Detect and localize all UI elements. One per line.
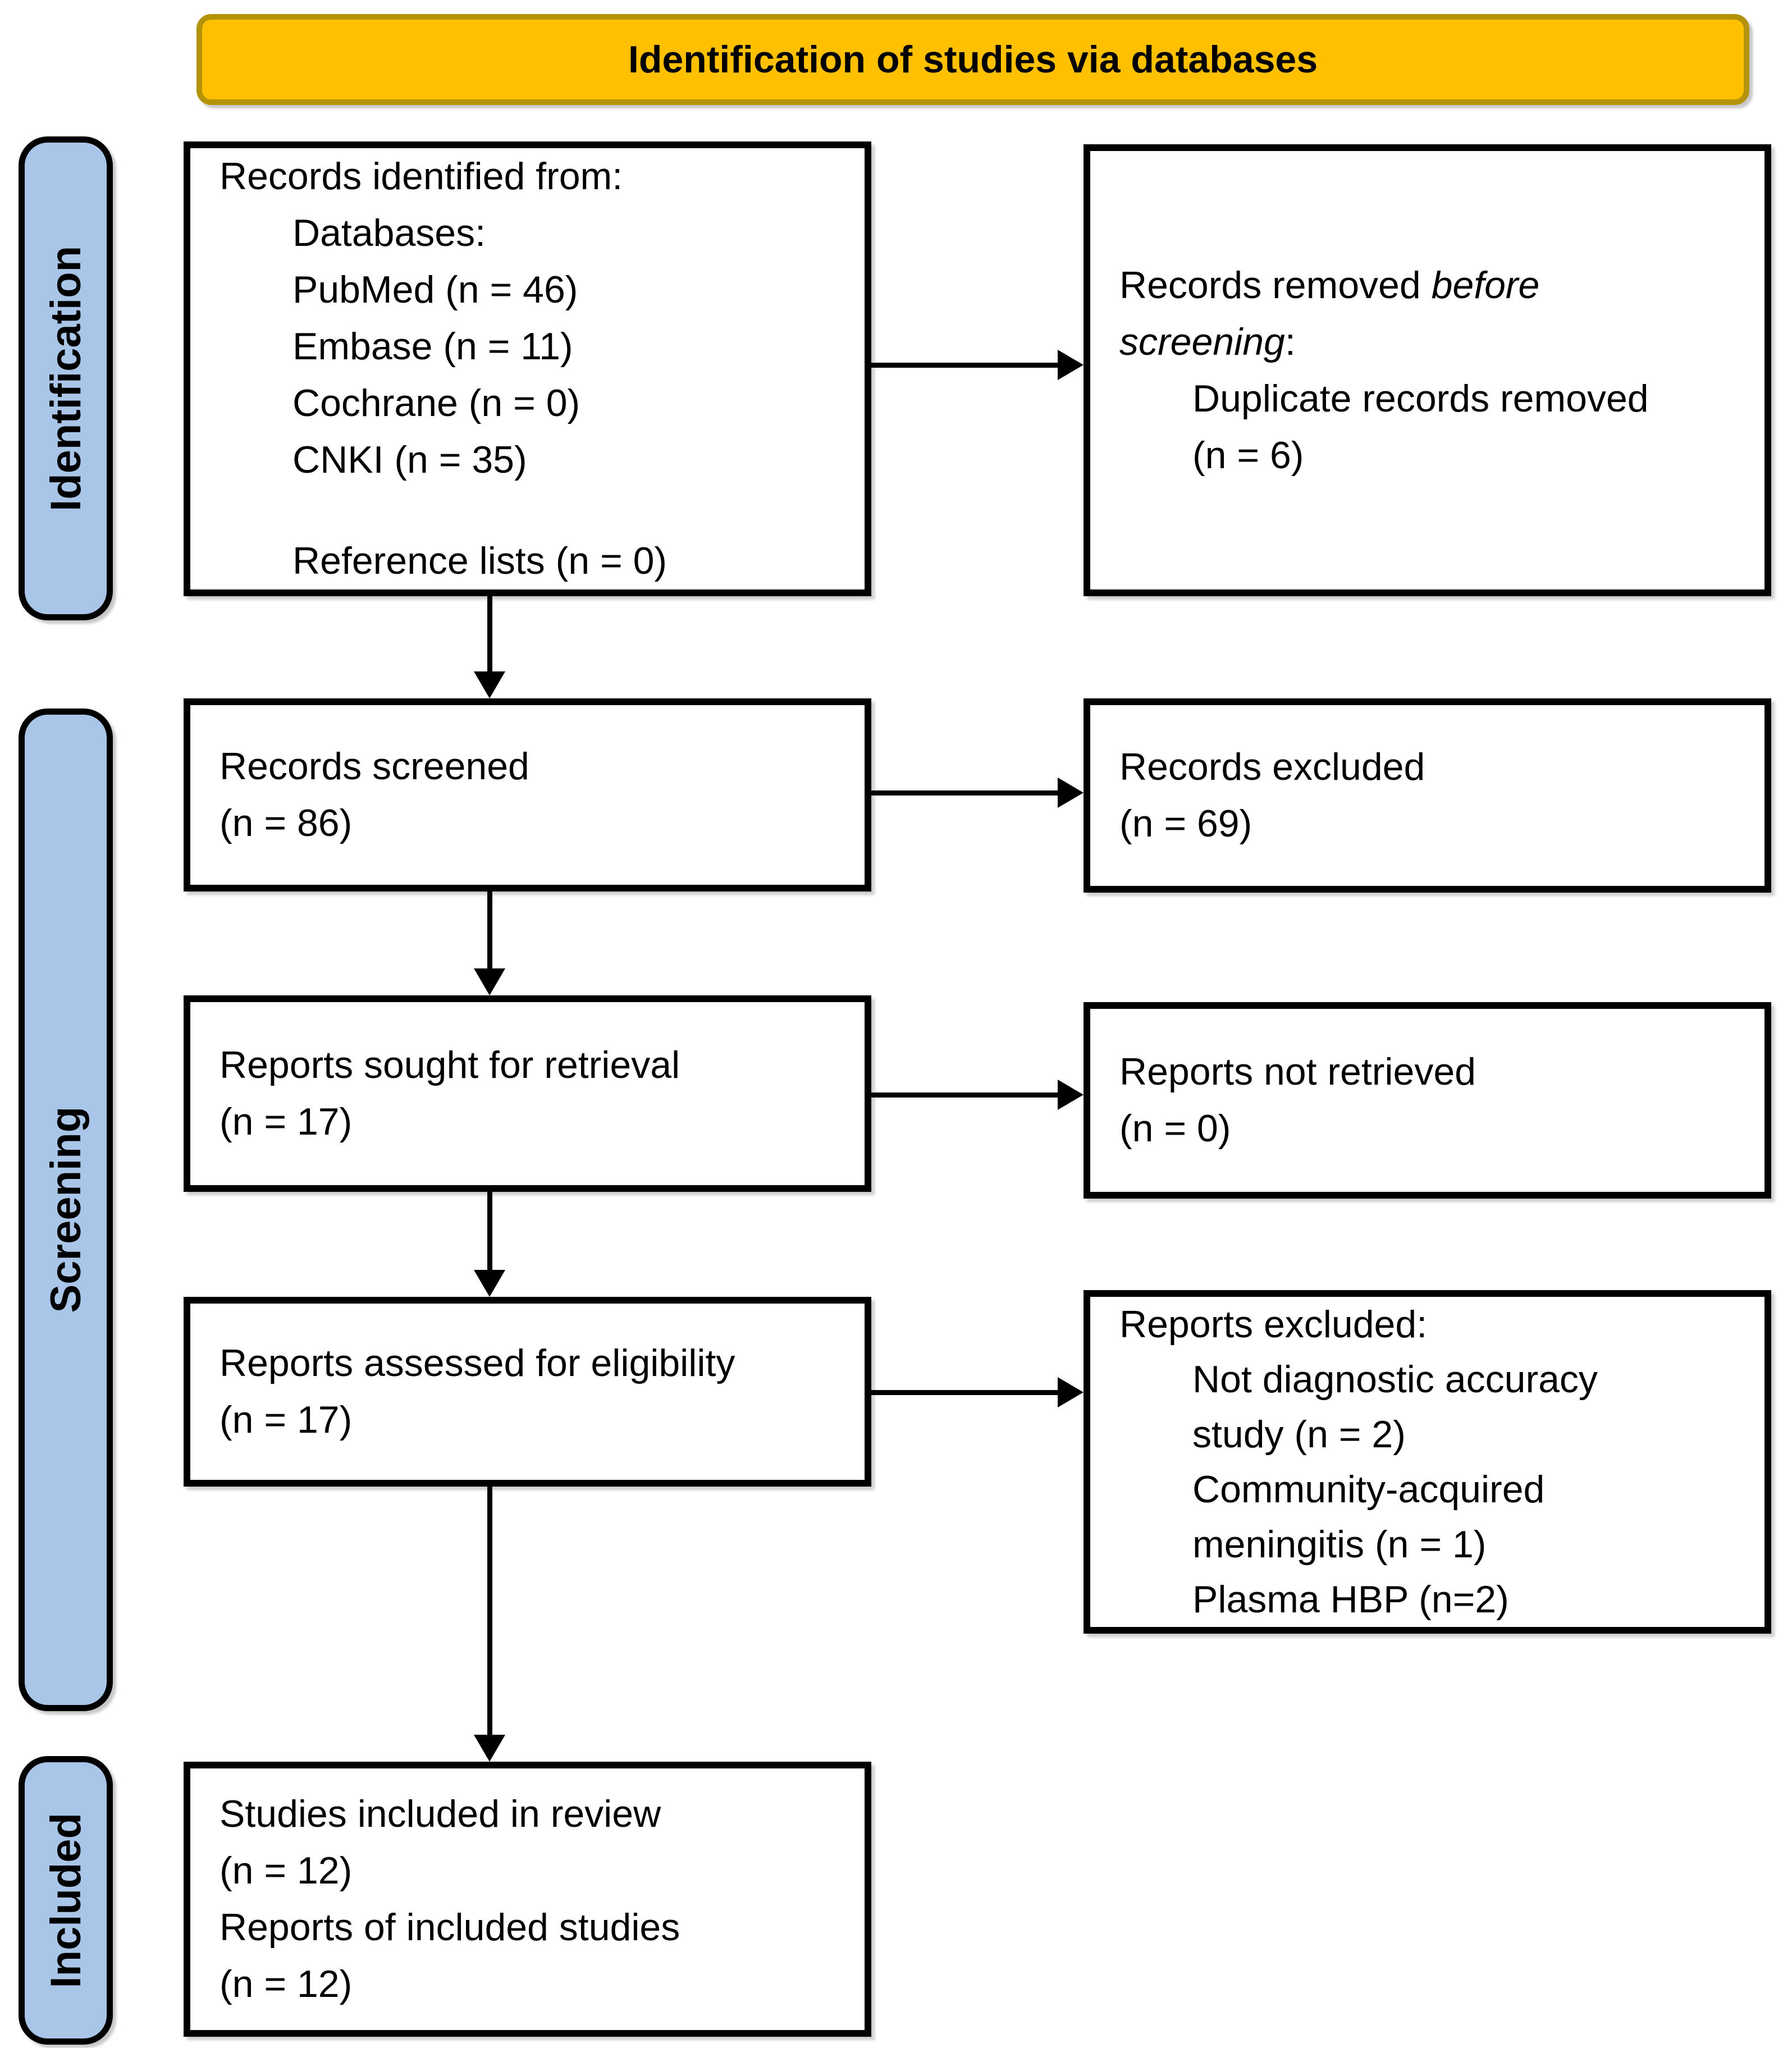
box-line: (n = 17) (220, 1398, 353, 1441)
box-line: study (n = 2) (1192, 1413, 1406, 1456)
phase-label-identification: Identification (19, 136, 113, 620)
arrow-sought-to-assessed-head (474, 1270, 505, 1297)
banner-identification-of-studies: Identification of studies via databases (196, 14, 1749, 105)
box-line: Reference lists (n = 0) (292, 540, 668, 582)
blank-line (220, 488, 850, 533)
box-records-removed: Records removed before screening: Duplic… (1084, 144, 1771, 596)
arrow-identified-to-removed-line (871, 363, 1058, 368)
box-line: Reports assessed for eligibility (220, 1342, 735, 1384)
phase-label-included: Included (19, 1756, 113, 2045)
box-studies-included: Studies included in review (n = 12) Repo… (184, 1762, 871, 2037)
arrow-sought-to-assessed-line (487, 1192, 492, 1270)
box-line: Records removed before (1119, 263, 1540, 307)
box-line: Records excluded (1119, 746, 1425, 788)
box-line: Cochrane (n = 0) (292, 382, 580, 424)
arrow-screened-to-excluded-line (871, 790, 1058, 796)
phase-label-screening: Screening (19, 708, 113, 1711)
box-line: meningitis (n = 1) (1192, 1523, 1487, 1566)
box-line: Plasma HBP (n=2) (1192, 1578, 1509, 1621)
banner-label: Identification of studies via databases (628, 38, 1318, 81)
box-line: Embase (n = 11) (292, 325, 573, 368)
box-line: screening: (1119, 320, 1296, 363)
box-records-identified: Records identified from: Databases: PubM… (184, 141, 871, 596)
arrow-identified-to-screened-head (474, 671, 505, 698)
arrow-screened-to-sought-line (487, 892, 492, 968)
box-line: Databases: (292, 212, 486, 254)
box-reports-sought: Reports sought for retrieval (n = 17) (184, 995, 871, 1192)
arrow-sought-to-not-retrieved-head (1058, 1080, 1084, 1110)
box-line: Reports sought for retrieval (220, 1044, 680, 1086)
box-line: Studies included in review (220, 1793, 661, 1835)
box-line: Reports not retrieved (1119, 1050, 1476, 1093)
arrow-assessed-to-included-head (474, 1735, 505, 1762)
box-line: PubMed (n = 46) (292, 268, 578, 311)
arrow-screened-to-excluded-head (1058, 778, 1084, 808)
arrow-assessed-to-reports-excluded-head (1058, 1377, 1084, 1407)
box-reports-not-retrieved: Reports not retrieved (n = 0) (1084, 1002, 1771, 1199)
box-line: CNKI (n = 35) (292, 438, 527, 481)
box-line: Records screened (220, 745, 529, 788)
box-line: Not diagnostic accuracy (1192, 1358, 1598, 1401)
box-records-excluded: Records excluded (n = 69) (1084, 698, 1771, 893)
arrow-sought-to-not-retrieved-line (871, 1092, 1058, 1098)
box-line: (n = 0) (1119, 1107, 1231, 1150)
box-line: (n = 17) (220, 1100, 353, 1143)
box-reports-assessed: Reports assessed for eligibility (n = 17… (184, 1297, 871, 1487)
box-line: Reports excluded: (1119, 1303, 1428, 1346)
box-line: Reports of included studies (220, 1906, 680, 1949)
box-line: Community-acquired (1192, 1468, 1545, 1511)
arrow-identified-to-removed-head (1058, 350, 1084, 380)
box-line: Duplicate records removed (1192, 377, 1649, 420)
box-line: Records identified from: (220, 155, 623, 198)
box-reports-excluded: Reports excluded: Not diagnostic accurac… (1084, 1290, 1771, 1634)
box-records-screened: Records screened (n = 86) (184, 698, 871, 892)
arrow-identified-to-screened-line (487, 596, 492, 671)
box-line: (n = 12) (220, 1849, 353, 1892)
box-line: (n = 86) (220, 802, 353, 844)
box-line: (n = 12) (220, 1963, 353, 2005)
arrow-assessed-to-reports-excluded-line (871, 1390, 1058, 1395)
box-line: (n = 69) (1119, 802, 1252, 845)
box-line: (n = 6) (1192, 433, 1304, 477)
arrow-screened-to-sought-head (474, 968, 505, 995)
arrow-assessed-to-included-line (487, 1487, 492, 1735)
